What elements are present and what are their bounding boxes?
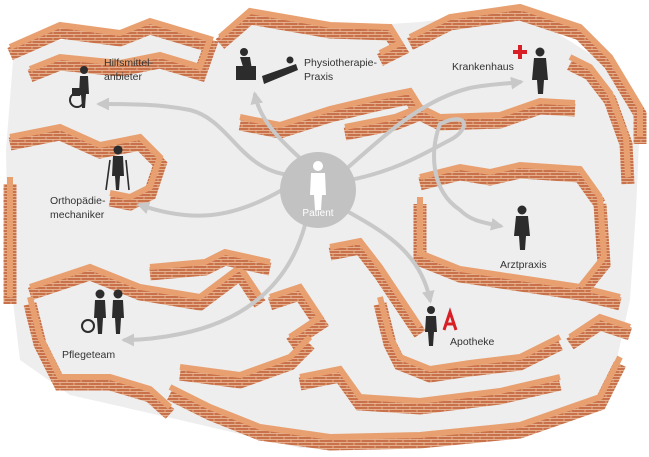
brick-wall-top — [29, 262, 263, 301]
brick-wall-top — [149, 248, 271, 270]
krankenhaus-label: Krankenhaus — [452, 61, 514, 73]
brick-wall — [417, 101, 576, 131]
physio-label-line2: Praxis — [304, 71, 333, 83]
brick-wall-top — [239, 87, 425, 130]
hilfsmittel-label-line1: Hilfsmittel- — [104, 57, 154, 69]
brick-wall — [267, 286, 330, 350]
brick-wall-top — [419, 161, 603, 199]
krankenhaus-node: Krankenhaus — [452, 45, 548, 94]
arrow-to-krankenhaus — [343, 76, 524, 172]
pflege-node: Pflegeteam — [62, 289, 124, 361]
brick-wall — [298, 368, 562, 415]
ortho-label-line2: mechaniker — [50, 209, 105, 221]
caregivers-icon — [81, 289, 124, 334]
doctor-icon — [514, 205, 530, 250]
brick-wall-top — [218, 7, 405, 56]
brick-wall — [328, 240, 426, 338]
physio-node: Physiotherapie- Praxis — [236, 48, 377, 84]
brick-wall — [8, 127, 168, 211]
brick-wall-top — [9, 123, 164, 201]
arrow-to-hilfsmittel — [96, 97, 292, 177]
arrow-to-ortho — [136, 188, 284, 218]
arrow-to-apotheke — [343, 208, 435, 304]
patient-figure-icon — [310, 161, 326, 210]
doctor-figure-icon — [532, 47, 548, 94]
arrow-to-physio — [250, 91, 302, 160]
brick-wall-top — [408, 3, 643, 137]
physio-label-line1: Physiotherapie- — [304, 57, 377, 69]
brick-wall-top — [269, 283, 325, 340]
pflege-label: Pflegeteam — [62, 349, 115, 361]
brick-wall-top — [329, 237, 423, 329]
path-arrows — [96, 76, 524, 347]
brick-wall — [179, 339, 315, 389]
brick-wall — [149, 252, 272, 281]
hospital-cross-icon — [513, 45, 527, 59]
pharmacist-figure-icon — [425, 306, 437, 346]
brick-wall-top — [8, 17, 214, 72]
hilfsmittel-label-line2: anbieter — [104, 71, 142, 83]
brick-wall-top — [568, 54, 631, 178]
brick-wall-top — [377, 296, 562, 373]
brick-wall-top — [568, 313, 631, 340]
brick-wall-top — [168, 355, 623, 441]
pharmacy-a-icon — [442, 307, 458, 331]
arrow-to-arzt — [348, 117, 504, 231]
brick-wall — [215, 11, 410, 66]
brick-wall — [418, 165, 606, 208]
brick-wall-top — [179, 334, 313, 379]
apotheke-node: Apotheke — [425, 306, 495, 348]
arzt-label: Arztpraxis — [500, 259, 547, 271]
brick-wall — [373, 302, 563, 383]
hilfsmittel-node: Hilfsmittel- anbieter — [69, 57, 154, 108]
brick-wall-top — [299, 365, 561, 405]
arzt-node: Arztpraxis — [500, 205, 547, 271]
brick-wall — [27, 264, 266, 311]
ortho-label-line1: Orthopädie- — [50, 195, 106, 207]
person-with-wheelchair-icon — [69, 66, 89, 108]
brick-wall-top — [577, 196, 608, 289]
brick-wall — [566, 316, 633, 350]
exercise-bike-icon — [236, 48, 298, 84]
patient-node: Patient — [280, 152, 356, 228]
person-with-crutches-icon — [105, 145, 130, 191]
apotheke-label: Apotheke — [450, 336, 495, 348]
arrow-to-pflege — [121, 223, 307, 347]
brick-wall-top — [418, 97, 576, 121]
ortho-node: Orthopädie- mechaniker — [50, 145, 130, 221]
patient-label: Patient — [302, 208, 333, 219]
brick-wall — [167, 361, 626, 451]
brick-wall-top — [27, 296, 173, 410]
brick-walls — [3, 3, 647, 451]
